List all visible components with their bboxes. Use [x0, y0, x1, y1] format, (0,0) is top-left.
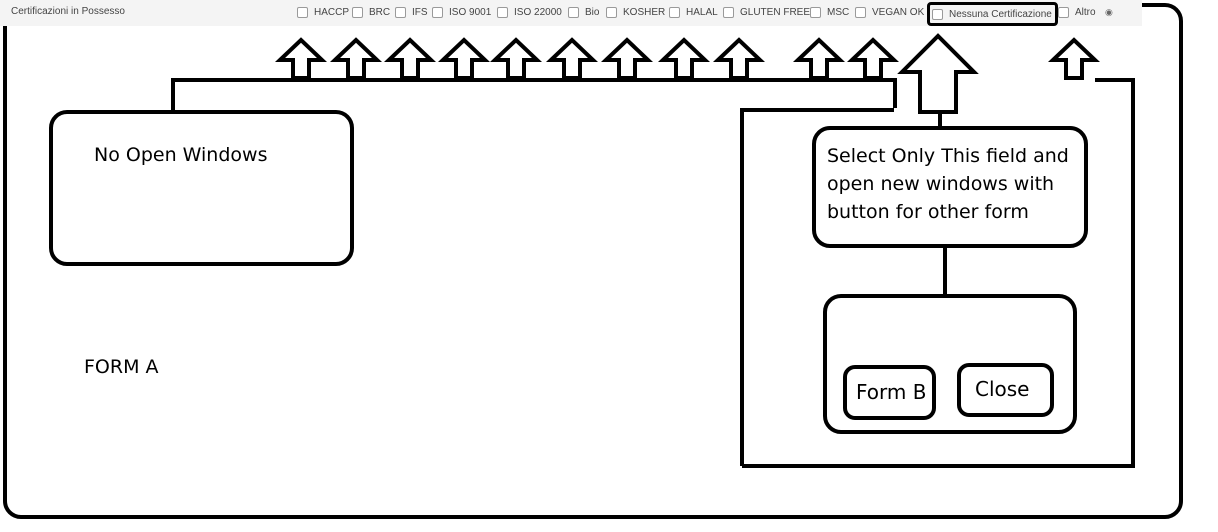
arrow-gluten-free	[713, 37, 765, 80]
close-button[interactable]: Close	[975, 377, 1030, 401]
option-label: BRC	[369, 6, 391, 18]
option-iso9001[interactable]: ISO 9001	[432, 5, 491, 19]
checkbox[interactable]	[395, 6, 406, 18]
option-vegan-ok[interactable]: VEGAN OK	[855, 5, 924, 19]
option-label: KOSHER	[623, 6, 666, 18]
checkbox[interactable]	[1058, 6, 1069, 18]
right-note-box	[812, 126, 1088, 248]
certifications-title: Certificazioni in Possesso	[11, 6, 125, 17]
option-label: Altro	[1075, 6, 1096, 18]
option-haccp[interactable]: HACCP	[297, 5, 349, 19]
option-label: ISO 22000	[514, 6, 562, 18]
left-connector-line	[171, 78, 897, 110]
note-line: open new windows with	[827, 173, 1055, 195]
form-b-button[interactable]: Form B	[856, 380, 927, 404]
option-label: ISO 9001	[449, 6, 492, 18]
arrow-iso22000	[490, 37, 542, 80]
option-msc[interactable]: MSC	[810, 5, 849, 19]
arrow-vegan-ok	[847, 37, 899, 80]
option-label: Bio	[585, 6, 600, 18]
right-note-text: Select Only This field and open new wind…	[827, 142, 1069, 226]
option-label: Nessuna Certificazione	[949, 8, 1052, 20]
arrow-nessuna-certificazione	[897, 33, 979, 114]
checkbox[interactable]	[352, 6, 363, 18]
arrow-ifs	[384, 37, 436, 80]
checkbox[interactable]	[723, 6, 734, 18]
option-label: HACCP	[314, 6, 350, 18]
note-line: Select Only This field and	[827, 145, 1069, 167]
popup-frame	[740, 108, 894, 466]
eye-icon[interactable]: ◉	[1105, 7, 1113, 17]
option-label: HALAL	[686, 6, 718, 18]
checkbox[interactable]	[932, 8, 943, 20]
option-kosher[interactable]: KOSHER	[606, 5, 665, 19]
checkbox[interactable]	[855, 6, 866, 18]
arrow-haccp	[275, 37, 327, 80]
checkbox[interactable]	[810, 6, 821, 18]
up-arrows	[275, 33, 1100, 114]
option-label: IFS	[412, 6, 428, 18]
option-altro[interactable]: Altro	[1058, 5, 1096, 19]
option-label: MSC	[827, 6, 850, 18]
arrow-iso9001	[438, 37, 490, 80]
option-bio[interactable]: Bio	[568, 5, 599, 19]
option-halal[interactable]: HALAL	[669, 5, 718, 19]
option-label: GLUTEN FREE	[740, 6, 811, 18]
option-brc[interactable]: BRC	[352, 5, 390, 19]
arrow-bio	[546, 37, 598, 80]
option-nessuna-certificazione[interactable]: Nessuna Certificazione	[927, 2, 1058, 26]
checkbox[interactable]	[497, 6, 508, 18]
option-label: VEGAN OK	[872, 6, 925, 18]
popup-frame-right	[742, 78, 1135, 468]
option-ifs[interactable]: IFS	[395, 5, 428, 19]
arrow-halal	[658, 37, 710, 80]
close-button-box	[957, 363, 1054, 417]
arrow-kosher	[601, 37, 653, 80]
option-iso22000[interactable]: ISO 22000	[497, 5, 562, 19]
form-a-label: FORM A	[84, 356, 159, 378]
dialog-box	[823, 294, 1077, 434]
left-note-box	[49, 110, 354, 266]
checkbox[interactable]	[606, 6, 617, 18]
checkbox[interactable]	[432, 6, 443, 18]
arrow-brc	[330, 37, 382, 80]
certification-bar: Certificazioni in Possesso HACCP BRC IFS…	[0, 0, 1142, 26]
option-gluten-free[interactable]: GLUTEN FREE	[723, 5, 810, 19]
arrow-msc	[793, 37, 845, 80]
checkbox[interactable]	[669, 6, 680, 18]
checkbox[interactable]	[568, 6, 579, 18]
note-line: button for other form	[827, 201, 1029, 223]
left-note-text: No Open Windows	[94, 144, 268, 166]
arrow-altro	[1048, 37, 1100, 80]
checkbox[interactable]	[297, 6, 308, 18]
form-b-button-box	[843, 365, 936, 420]
